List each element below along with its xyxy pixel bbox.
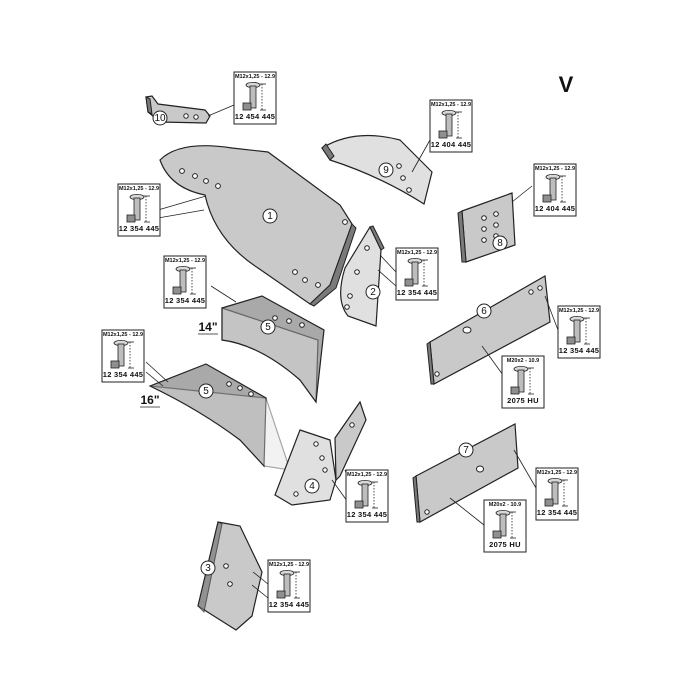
part-2-strip: [340, 225, 385, 327]
part-8-plate: [457, 192, 516, 263]
hardware-spec: M20x2 - 10.9: [507, 358, 539, 364]
part-callout: 8: [492, 235, 508, 251]
part-number: 8: [497, 238, 503, 249]
hardware-box: M12x1,25 - 12.9 12 354 445: [557, 305, 601, 359]
part-number: 9: [383, 165, 389, 176]
hardware-code: 12 354 445: [103, 370, 144, 379]
part-number: 3: [205, 563, 211, 574]
hardware-code: 12 354 445: [347, 510, 388, 519]
leader-lines: [145, 104, 559, 599]
hardware-box: M12x1,25 - 12.9 12 354 445: [535, 467, 579, 521]
part-callout: 4: [304, 478, 320, 494]
hardware-spec: M12x1,25 - 12.9: [535, 166, 575, 172]
bolt-icon: [276, 570, 300, 599]
bolt-icon: [566, 315, 590, 345]
hardware-code: 2075 HU: [489, 540, 521, 549]
part-5-share-14: [221, 295, 325, 404]
size-label-16: 16": [140, 393, 159, 407]
hardware-spec: M12x1,25 - 12.9: [431, 102, 471, 108]
hardware-spec: M12x1,25 - 12.9: [235, 74, 275, 80]
part-number: 7: [463, 445, 469, 456]
hardware-code: 12 354 445: [269, 600, 310, 609]
hardware-box: M12x1,25 - 12.9 12 354 445: [267, 559, 311, 613]
part-callout: 6: [476, 303, 492, 319]
hardware-code: 12 354 445: [119, 224, 160, 233]
hardware-spec: M12x1,25 - 12.9: [347, 472, 387, 478]
hardware-code: 12 404 445: [431, 140, 472, 149]
hardware-code: 12 354 445: [559, 346, 600, 355]
part-5-share-16: [148, 363, 291, 471]
part-9-shin: [321, 134, 433, 205]
part-callout: 10: [152, 110, 168, 126]
hardware-code: 2075 HU: [507, 396, 539, 405]
hardware-box: M12x1,25 - 12.9 12 454 445: [233, 71, 277, 125]
part-number: 5: [265, 322, 271, 333]
hardware-spec: M20x2 - 10.9: [489, 502, 521, 508]
size-label-14: 14": [198, 320, 217, 334]
hardware-spec: M12x1,25 - 12.9: [269, 562, 309, 568]
hardware-box: M12x1,25 - 12.9 12 404 445: [429, 99, 473, 153]
hardware-box: M12x1,25 - 12.9 12 354 445: [101, 329, 145, 383]
hardware-spec: M12x1,25 - 12.9: [397, 250, 437, 256]
hardware-code: 12 454 445: [235, 112, 276, 121]
hardware-box: M12x1,25 - 12.9 12 354 445: [117, 183, 161, 237]
bolt-icon: [404, 257, 428, 287]
hardware-box: M12x1,25 - 12.9 12 354 445: [345, 469, 389, 523]
bolt-icon: [110, 339, 134, 369]
part-callout: 1: [262, 208, 278, 224]
bolt-icon: [544, 477, 568, 507]
hardware-box: M20x2 - 10.9 2075 HU: [483, 499, 527, 553]
bolt-icon: [354, 479, 378, 509]
part-callout: 5: [198, 383, 214, 399]
bolt-icon: [438, 110, 462, 139]
part-callout: 3: [200, 560, 216, 576]
part-number: 4: [309, 481, 315, 492]
part-6-bar: [426, 275, 551, 385]
page-letter: V: [559, 72, 574, 97]
hardware-box: M12x1,25 - 12.9 12 354 445: [163, 255, 207, 309]
part-number: 5: [203, 386, 209, 397]
part-7-bar: [412, 423, 519, 523]
part-callouts: 10 9 1 8 2 6 5 5 7 4 3: [152, 110, 508, 576]
hardware-spec: M12x1,25 - 12.9: [537, 470, 577, 476]
part-number: 10: [154, 113, 166, 124]
bolt-icon: [172, 265, 196, 295]
part-number: 2: [370, 287, 376, 298]
hardware-code: 12 404 445: [535, 204, 576, 213]
hardware-box: M12x1,25 - 12.9 12 404 445: [533, 163, 577, 217]
part-3-point: [197, 521, 263, 631]
bolt-icon: [242, 82, 266, 111]
hardware-code: 12 354 445: [537, 508, 578, 517]
part-callout: 7: [458, 442, 474, 458]
part-callout: 9: [378, 162, 394, 178]
part-callout: 5: [260, 319, 276, 335]
hardware-spec: M12x1,25 - 12.9: [559, 308, 599, 314]
bolt-icon: [510, 365, 534, 395]
hardware-spec: M12x1,25 - 12.9: [103, 332, 143, 338]
hardware-box: M20x2 - 10.9 2075 HU: [501, 355, 545, 409]
part-1-mouldboard: [159, 145, 357, 307]
part-callout: 2: [365, 284, 381, 300]
part-number: 6: [481, 306, 487, 317]
bolt-icon: [542, 173, 566, 203]
bolt-icon: [126, 193, 150, 223]
bolt-icon: [492, 509, 516, 539]
part-number: 1: [267, 211, 273, 222]
hardware-box: M12x1,25 - 12.9 12 354 445: [395, 247, 439, 301]
size-labels: 14" 16": [140, 320, 218, 408]
part-4-bracket: [274, 400, 367, 506]
hardware-spec: M12x1,25 - 12.9: [119, 186, 159, 192]
hardware-spec: M12x1,25 - 12.9: [165, 258, 205, 264]
hardware-code: 12 354 445: [165, 296, 206, 305]
hardware-code: 12 354 445: [397, 288, 438, 297]
